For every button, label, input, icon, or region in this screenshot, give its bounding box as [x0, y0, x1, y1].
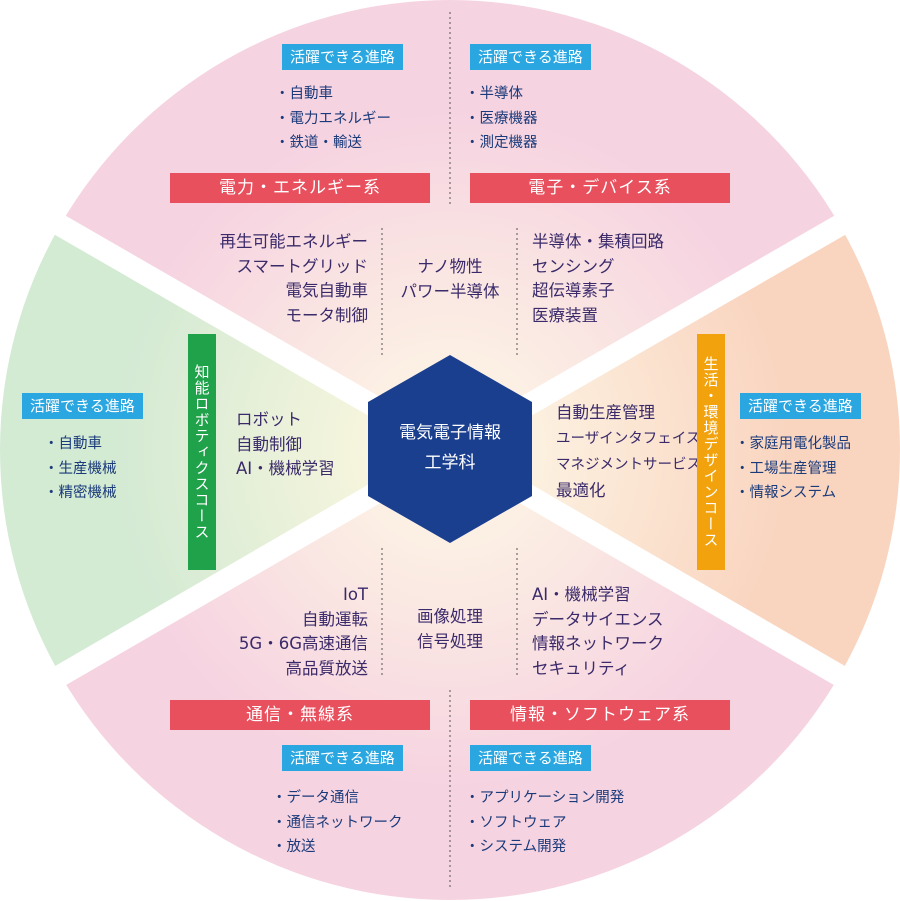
list-item: 高品質放送: [285, 658, 369, 678]
list-item: 自動車: [44, 432, 117, 457]
list-item: 最適化: [556, 481, 606, 500]
list-item: 自動運転: [302, 609, 368, 629]
list-item: マネジメントサービス: [556, 457, 701, 473]
department-name-line2: 工学科: [424, 453, 476, 473]
list-item: データサイエンス: [532, 609, 664, 629]
careers-list-robotics: 自動車 生産機械 精密機械: [44, 432, 117, 506]
keywords-power: 再生可能エネルギー スマートグリッド 電気自動車 モータ制御: [170, 230, 369, 328]
list-item: 自動生産管理: [556, 403, 655, 422]
category-title-info: 情報・ソフトウェア系: [470, 700, 730, 730]
list-item: センシング: [532, 256, 615, 276]
list-item: IoT: [342, 585, 368, 604]
careers-badge-robotics: 活躍できる進路: [22, 393, 143, 419]
careers-badge-device: 活躍できる進路: [470, 44, 591, 70]
list-item: 信号処理: [417, 631, 483, 651]
keywords-power-device-shared: ナノ物性 パワー半導体: [385, 255, 515, 304]
list-item: ロボット: [236, 410, 302, 429]
list-item: 測定機器: [465, 131, 538, 156]
careers-list-info: アプリケーション開発 ソフトウェア システム開発: [465, 786, 625, 860]
list-item: 医療機器: [465, 107, 538, 132]
list-item: 画像処理: [417, 607, 483, 626]
list-item: 鉄道・輸送: [275, 131, 391, 156]
sector-top: [60, 0, 840, 450]
course-title-life: 生活・環境デザインコース: [697, 334, 725, 570]
careers-badge-info: 活躍できる進路: [470, 745, 591, 771]
careers-badge-comm: 活躍できる進路: [282, 745, 403, 771]
list-item: セキュリティ: [532, 658, 631, 678]
list-item: 通信ネットワーク: [272, 811, 403, 836]
category-title-device: 電子・デバイス系: [470, 173, 730, 203]
list-item: 家庭用電化製品: [735, 432, 852, 457]
list-item: AI・機械学習: [532, 585, 631, 604]
list-item: 半導体・集積回路: [532, 232, 664, 251]
keywords-life: 自動生産管理 ユーザインタフェイス マネジメントサービス 最適化: [556, 400, 701, 504]
keywords-robotics: ロボット 自動制御 AI・機械学習: [236, 408, 335, 482]
list-item: スマートグリッド: [236, 256, 368, 276]
sector-bottom: [60, 450, 840, 900]
keywords-info: AI・機械学習 データサイエンス 情報ネットワーク セキュリティ: [532, 583, 664, 681]
careers-list-device: 半導体 医療機器 測定機器: [465, 82, 538, 156]
list-item: モータ制御: [285, 305, 369, 325]
department-name-line1: 電気電子情報: [399, 423, 501, 443]
sector-right: [450, 225, 900, 675]
list-item: 放送: [272, 835, 403, 860]
list-item: 自動制御: [236, 434, 302, 454]
careers-list-power: 自動車 電力エネルギー 鉄道・輸送: [275, 82, 392, 156]
careers-badge-power: 活躍できる進路: [282, 44, 403, 70]
keywords-comm-info-shared: 画像処理 信号処理: [385, 605, 515, 654]
list-item: 超伝導素子: [532, 281, 615, 300]
list-item: 電気自動車: [285, 281, 369, 300]
list-item: ソフトウェア: [465, 811, 624, 836]
dotted-separators: [381, 12, 518, 890]
list-item: ナノ物性: [417, 257, 483, 276]
keywords-comm: IoT 自動運転 5G・6G高速通信 高品質放送: [170, 583, 368, 681]
list-item: 電力エネルギー: [275, 107, 392, 132]
keywords-device: 半導体・集積回路 センシング 超伝導素子 医療装置: [532, 230, 664, 328]
list-item: ユーザインタフェイス: [556, 431, 701, 447]
list-item: 工場生産管理: [735, 457, 851, 482]
center-label: 電気電子情報 工学科: [368, 418, 532, 478]
list-item: データ通信: [272, 786, 403, 811]
list-item: システム開発: [465, 835, 624, 860]
list-item: アプリケーション開発: [465, 786, 625, 811]
careers-list-comm: データ通信 通信ネットワーク 放送: [272, 786, 403, 860]
list-item: 生産機械: [44, 457, 117, 482]
list-item: 自動車: [275, 82, 391, 107]
center-hexagon: [368, 355, 532, 543]
course-title-robotics: 知能ロボティクスコース: [188, 334, 216, 570]
course-title-life-text: 生活・環境デザインコース: [701, 356, 720, 548]
sector-left: [0, 225, 451, 675]
list-item: 精密機械: [44, 481, 117, 506]
list-item: 5G・6G高速通信: [238, 634, 368, 653]
careers-list-life: 家庭用電化製品 工場生産管理 情報システム: [735, 432, 852, 506]
list-item: 半導体: [465, 82, 538, 107]
category-title-power: 電力・エネルギー系: [170, 173, 430, 203]
list-item: AI・機械学習: [236, 459, 335, 478]
list-item: 医療装置: [532, 305, 598, 325]
careers-badge-life: 活躍できる進路: [740, 393, 861, 419]
list-item: 情報システム: [735, 481, 851, 506]
list-item: パワー半導体: [400, 281, 500, 301]
course-title-robotics-text: 知能ロボティクスコース: [192, 364, 211, 540]
category-title-comm: 通信・無線系: [170, 700, 430, 730]
list-item: 情報ネットワーク: [532, 634, 664, 653]
list-item: 再生可能エネルギー: [219, 232, 369, 251]
